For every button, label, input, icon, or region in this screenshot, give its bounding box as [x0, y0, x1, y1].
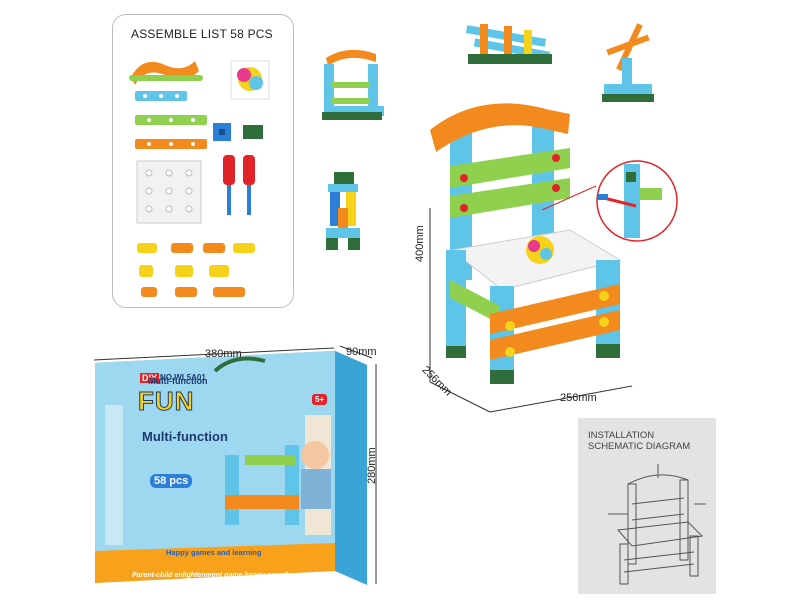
box-footer-slogan: Parent-child enlightenment game happy gr… — [132, 572, 327, 579]
back-slat-2 — [450, 178, 570, 218]
bolts-row-2 — [139, 265, 229, 277]
assemble-list-title: ASSEMBLE LIST 58 PCS — [131, 27, 273, 41]
mini-stool-model — [322, 49, 384, 120]
box-width-label: 380mm — [205, 348, 242, 360]
installation-title: INSTALLATION SCHEMATIC DIAGRAM — [588, 430, 691, 452]
box-model-number: NO.WL5A01 — [160, 373, 206, 382]
chair-width-label: 256mm — [560, 392, 597, 404]
backrest-piece — [131, 61, 199, 85]
box-diy-tag: DIY — [140, 373, 160, 383]
parts-list-illustration — [129, 60, 270, 297]
backrest-top — [430, 103, 570, 152]
bolts-row-1 — [137, 243, 255, 253]
box-headline: Multi-function — [142, 429, 228, 444]
zoom-pointer-line — [541, 185, 597, 211]
flat-model — [465, 24, 552, 64]
front-rail-2 — [490, 310, 620, 360]
box-dimension-lines — [93, 345, 377, 584]
windmill-model — [602, 23, 654, 102]
front-rail-1 — [490, 284, 620, 334]
green-nut — [243, 125, 263, 139]
installation-panel: INSTALLATION SCHEMATIC DIAGRAM — [578, 418, 716, 594]
box-tagline: Happy games and learning — [166, 548, 262, 557]
figure-model — [326, 172, 360, 250]
box-subheading: Multi-function — [148, 376, 208, 386]
bolt-detail-zoom — [596, 160, 678, 242]
box-age-badge: 5+ — [312, 394, 328, 405]
screwdriver-1 — [223, 155, 235, 185]
bolts-row-3 — [141, 287, 245, 297]
box-brand-logo: FUN — [137, 386, 195, 417]
back-slat-1 — [450, 148, 570, 188]
chair-height-label: 400mm — [414, 225, 426, 262]
assemble-list-panel: ASSEMBLE LIST 58 PCS — [112, 14, 294, 308]
box-height-label: 280mm — [366, 447, 378, 484]
screwdriver-2 — [243, 155, 255, 185]
schematic-drawing — [608, 464, 706, 585]
box-piece-count: 58 pcs — [150, 474, 193, 488]
product-box — [95, 350, 368, 585]
box-depth-label: 90mm — [346, 346, 377, 358]
assembled-chair — [430, 103, 622, 384]
chair-dimension-lines — [429, 208, 633, 413]
